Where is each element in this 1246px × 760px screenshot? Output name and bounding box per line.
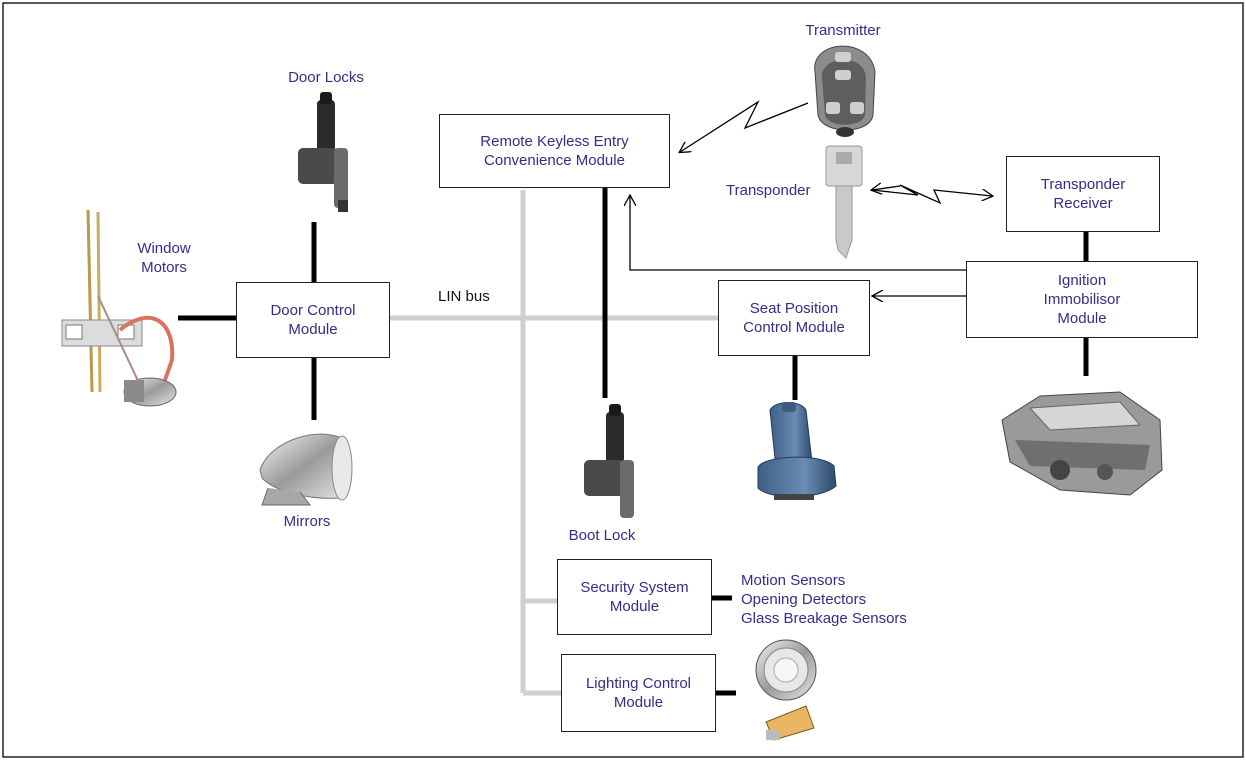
seat-module-line1: Seat Position — [749, 300, 839, 317]
transponder-key-icon — [825, 145, 863, 259]
indicator-lamp-icon — [765, 705, 815, 741]
immobilisor-line1: Ignition — [1057, 272, 1107, 289]
glass-breakage-text: Glass Breakage Sensors — [741, 610, 907, 627]
security-line1: Security System — [580, 579, 689, 596]
headlamp-icon — [755, 639, 817, 701]
receiver-line2: Receiver — [1053, 195, 1113, 212]
transmitter-label: Transmitter — [805, 22, 881, 39]
rke-module-line1: Remote Keyless Entry — [480, 133, 629, 150]
boot-lock-label: Boot Lock — [568, 527, 636, 544]
window-motors-line2: Motors — [141, 259, 187, 276]
lin-bus-label: LIN bus — [438, 288, 490, 305]
boot-lock-actuator-icon — [584, 404, 634, 518]
transponder-label: Transponder — [726, 182, 811, 199]
sensors-label: Motion Sensors Opening Detectors Glass B… — [741, 571, 907, 628]
transponder-wireless-link — [871, 184, 992, 205]
lighting-line2: Module — [613, 694, 664, 711]
security-line2: Module — [609, 598, 660, 615]
window-motors-label: Window Motors — [137, 239, 190, 277]
door-module-line2: Module — [288, 321, 338, 338]
opening-detectors-text: Opening Detectors — [741, 591, 867, 608]
window-motors-line1: Window — [137, 240, 191, 257]
lighting-line1: Lighting Control — [585, 675, 692, 692]
direct-links — [178, 188, 1089, 696]
arrow-links — [630, 100, 992, 296]
door-lock-actuator-icon — [298, 92, 348, 212]
immobilisor-line3: Module — [1057, 310, 1107, 327]
immobilisor-line2: Immobilisor — [1043, 291, 1121, 308]
lin-bus-lines — [390, 190, 718, 696]
mirrors-label: Mirrors — [283, 513, 331, 530]
car-seat-icon — [757, 402, 837, 500]
engine-icon — [1001, 391, 1163, 496]
immobilisor-to-rke-arrow — [630, 196, 966, 271]
transmitter-wireless-link — [680, 100, 809, 152]
mirror-icon — [259, 433, 353, 506]
door-module-line1: Door Control — [270, 302, 356, 319]
door-locks-label: Door Locks — [288, 69, 364, 86]
window-motor-icon — [61, 209, 177, 407]
motion-sensors-text: Motion Sensors — [741, 572, 846, 589]
rke-module-line2: Convenience Module — [484, 152, 625, 169]
transmitter-fob-icon — [814, 45, 876, 137]
receiver-line1: Transponder — [1040, 176, 1126, 193]
seat-module-line2: Control Module — [743, 319, 845, 336]
